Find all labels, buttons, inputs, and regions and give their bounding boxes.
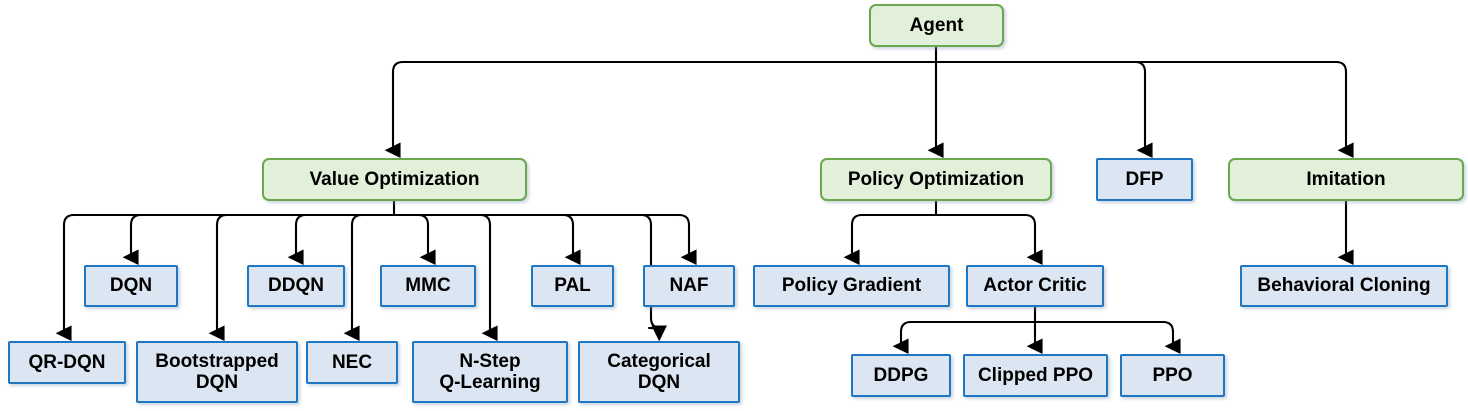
edge-value-to-dqn — [122, 213, 394, 265]
node-nec[interactable]: NEC — [306, 341, 398, 384]
node-bootstrapped_dqn[interactable]: Bootstrapped DQN — [136, 341, 298, 403]
node-dqn[interactable]: DQN — [84, 265, 178, 307]
edge-value-to-naf — [394, 213, 697, 265]
node-pal[interactable]: PAL — [531, 265, 614, 307]
node-label-nec: NEC — [331, 351, 373, 373]
edge-agent-to-dfp — [936, 60, 1153, 158]
node-label-agent: Agent — [909, 14, 964, 36]
node-categorical_dqn[interactable]: Categorical DQN — [578, 341, 740, 403]
edge-value-to-pal — [394, 213, 581, 265]
node-label-policy_gradient: Policy Gradient — [781, 275, 922, 297]
node-label-ddqn: DDQN — [268, 275, 324, 297]
node-label-naf: NAF — [669, 275, 709, 297]
node-imitation[interactable]: Imitation — [1228, 158, 1464, 201]
node-label-categorical_dqn: Categorical DQN — [607, 350, 711, 393]
node-mmc[interactable]: MMC — [380, 265, 476, 307]
node-policy_opt[interactable]: Policy Optimization — [820, 158, 1052, 201]
node-label-actor_critic: Actor Critic — [983, 275, 1087, 297]
node-policy_gradient[interactable]: Policy Gradient — [753, 265, 950, 307]
node-label-dfp: DFP — [1125, 168, 1164, 190]
edge-ac-to-ddpg — [892, 320, 1035, 354]
edge-value-to-ddqn — [287, 213, 394, 265]
node-label-imitation: Imitation — [1306, 168, 1386, 190]
node-label-value_opt: Value Optimization — [309, 168, 480, 190]
node-behavioral_clone[interactable]: Behavioral Cloning — [1240, 265, 1448, 307]
node-label-ddpg: DDPG — [873, 364, 929, 386]
node-n_step_q[interactable]: N-Step Q-Learning — [412, 341, 568, 403]
node-label-dqn: DQN — [109, 275, 153, 297]
node-label-behavioral_clone: Behavioral Cloning — [1257, 275, 1431, 297]
node-label-n_step_q: N-Step Q-Learning — [439, 350, 541, 393]
node-clipped_ppo[interactable]: Clipped PPO — [963, 354, 1108, 397]
edge-value-to-mmc — [394, 213, 436, 265]
node-label-policy_opt: Policy Optimization — [847, 168, 1025, 190]
node-ppo[interactable]: PPO — [1120, 354, 1225, 397]
node-actor_critic[interactable]: Actor Critic — [966, 265, 1104, 307]
node-label-mmc: MMC — [405, 275, 451, 297]
node-label-clipped_ppo: Clipped PPO — [977, 364, 1094, 386]
edge-policy-to-ac — [936, 213, 1043, 265]
edge-ac-to-ppo — [1035, 320, 1181, 354]
node-label-bootstrapped_dqn: Bootstrapped DQN — [155, 350, 279, 393]
node-ddqn[interactable]: DDQN — [247, 265, 345, 307]
node-value_opt[interactable]: Value Optimization — [262, 158, 527, 201]
node-dfp[interactable]: DFP — [1096, 158, 1193, 201]
edge-agent-to-imit — [936, 60, 1354, 158]
node-label-qr_dqn: QR-DQN — [28, 351, 106, 373]
edge-agent-to-value — [384, 60, 936, 158]
node-label-pal: PAL — [554, 275, 591, 297]
node-agent[interactable]: Agent — [869, 4, 1004, 47]
node-ddpg[interactable]: DDPG — [851, 354, 951, 397]
node-qr_dqn[interactable]: QR-DQN — [8, 341, 126, 384]
node-label-ppo: PPO — [1152, 364, 1193, 386]
node-naf[interactable]: NAF — [643, 265, 735, 307]
edge-policy-to-pg — [843, 213, 936, 265]
